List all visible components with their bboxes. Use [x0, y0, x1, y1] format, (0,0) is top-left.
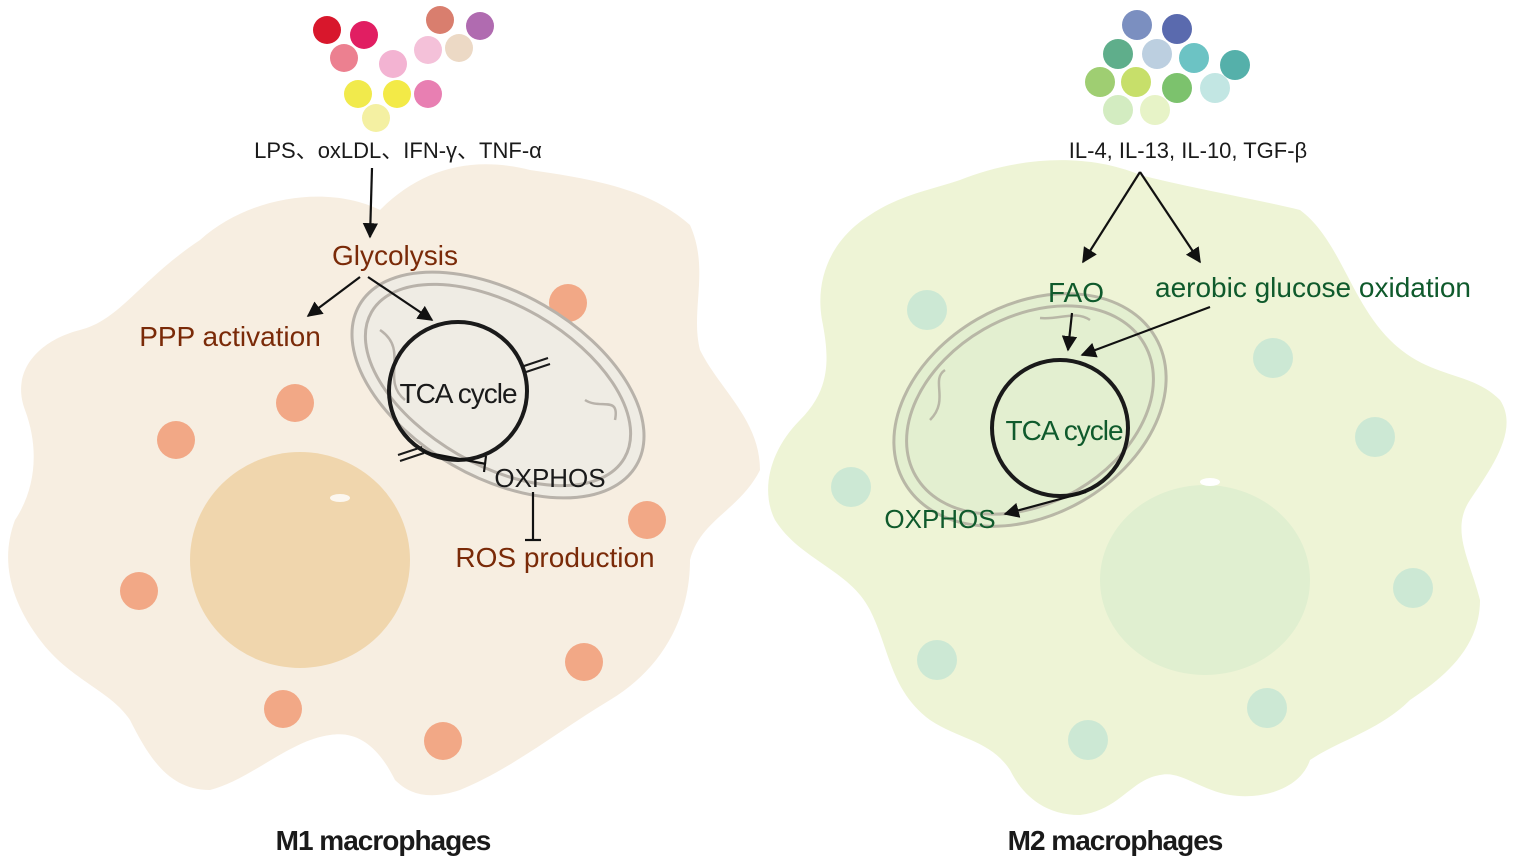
m1-granule [264, 690, 302, 728]
stimulus-dot [1142, 39, 1172, 69]
m1-stimulus-dots [313, 6, 494, 132]
m2-fao-label: FAO [1048, 277, 1104, 308]
stimulus-dot [330, 44, 358, 72]
m2-cell-body [768, 160, 1507, 815]
m2-oxphos-label: OXPHOS [884, 504, 995, 534]
m1-stimuli-label: LPS、oxLDL、IFN-γ、TNF-α [254, 138, 542, 163]
stimulus-dot [383, 80, 411, 108]
m2-nucleus-highlight [1200, 478, 1220, 486]
m1-caption: M1 macrophages [276, 825, 491, 856]
m2-aerobic-label: aerobic glucose oxidation [1155, 272, 1471, 303]
m1-ros-label: ROS production [455, 542, 654, 573]
stimulus-dot [379, 50, 407, 78]
m1-granules [120, 284, 666, 760]
m1-granule [565, 643, 603, 681]
m1-arrows [306, 167, 541, 542]
stimulus-dot [350, 21, 378, 49]
m2-caption: M2 macrophages [1008, 825, 1223, 856]
stimulus-dot [1103, 95, 1133, 125]
m1-ppp-label: PPP activation [139, 321, 321, 352]
stimulus-dot [1200, 73, 1230, 103]
stimulus-dot [414, 36, 442, 64]
m1-granule [276, 384, 314, 422]
m1-granule [157, 421, 195, 459]
m1-tca-circle [387, 320, 529, 462]
m2-panel: IL-4, IL-13, IL-10, TGF-β FAO aerobic gl… [768, 10, 1507, 856]
m2-stimulus-dots [1085, 10, 1250, 125]
stimulus-dot [1122, 10, 1152, 40]
m1-tca-label: TCA cycle [399, 378, 516, 409]
stimulus-dot [466, 12, 494, 40]
m1-arrow-stimuli-to-glycolysis [362, 167, 379, 239]
m2-arrows [1003, 171, 1211, 518]
stimulus-dot [426, 6, 454, 34]
m2-arrow-aerobic-to-tca [1080, 305, 1211, 358]
stimulus-dot [313, 16, 341, 44]
m1-granule [120, 572, 158, 610]
m1-granule [628, 501, 666, 539]
m2-granule [1393, 568, 1433, 608]
m1-panel: LPS、oxLDL、IFN-γ、TNF-α Glycolysis PPP act… [8, 6, 761, 856]
m2-nucleus [1100, 485, 1310, 675]
m2-arrow-fao-to-tca [1061, 312, 1078, 352]
m2-granule [1068, 720, 1108, 760]
m2-tca-label: TCA cycle [1005, 415, 1122, 446]
m2-granules [831, 290, 1433, 760]
m1-nucleus [190, 452, 410, 668]
stimulus-dot [1121, 67, 1151, 97]
stimulus-dot [1179, 43, 1209, 73]
m1-glycolysis-label: Glycolysis [332, 240, 458, 271]
stimulus-dot [362, 104, 390, 132]
m2-stimuli-label: IL-4, IL-13, IL-10, TGF-β [1069, 138, 1307, 163]
m1-arrow-glycolysis-to-tca [367, 276, 434, 321]
m1-granule [424, 722, 462, 760]
m2-mitochondrion [892, 292, 1168, 528]
stimulus-dot [344, 80, 372, 108]
m2-arrow-tca-to-oxphos [1003, 490, 1087, 518]
m1-arrow-glycolysis-to-ppp [306, 276, 361, 317]
m2-granule [831, 467, 871, 507]
m1-oxphos-label: OXPHOS [494, 463, 605, 493]
stimulus-dot [1085, 67, 1115, 97]
stimulus-dot [1220, 50, 1250, 80]
m2-granule [1355, 417, 1395, 457]
stimulus-dot [1103, 39, 1133, 69]
stimulus-dot [414, 80, 442, 108]
stimulus-dot [1162, 14, 1192, 44]
m2-granule [1253, 338, 1293, 378]
m1-tca-break-marks [397, 357, 551, 462]
m1-inhibit-tca-oxphos [422, 450, 487, 466]
stimulus-dot [1162, 73, 1192, 103]
m2-granule [917, 640, 957, 680]
stimulus-dot [1140, 95, 1170, 125]
m2-granule [907, 290, 947, 330]
m2-granule [1247, 688, 1287, 728]
stimulus-dot [445, 34, 473, 62]
m1-nucleus-highlight [330, 494, 350, 502]
m2-arrow-stimuli-to-fao [1082, 171, 1141, 264]
m2-arrow-stimuli-to-aerobic [1139, 171, 1201, 264]
m2-tca-circle [990, 358, 1130, 498]
